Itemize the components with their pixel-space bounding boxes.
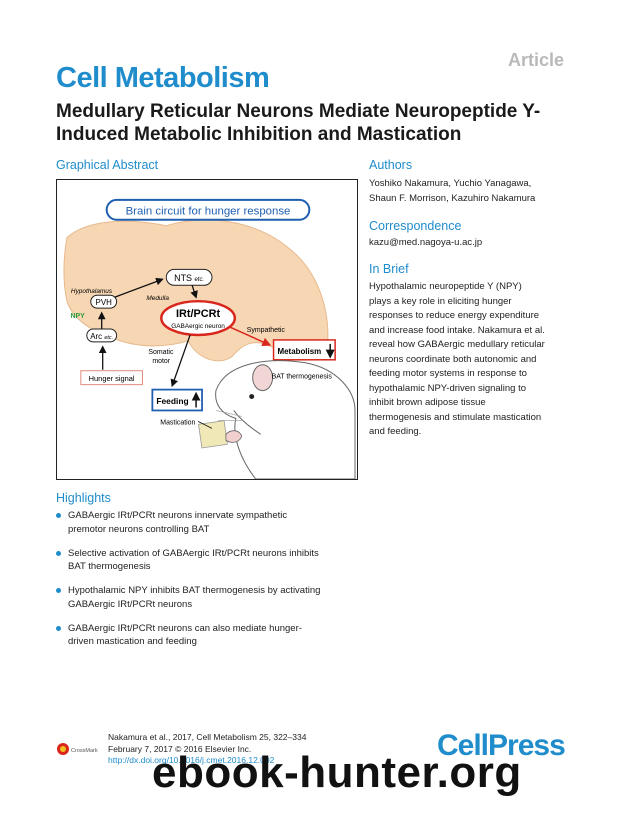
arc-label: Arc [90,332,102,341]
arc-etc-label: etc. [104,335,113,341]
in-brief-line: neurons coordinate both autonomic and [369,353,537,365]
in-brief-line: and increase food intake. Nakamura et al… [369,324,545,336]
svg-text:NTS etc.: NTS etc. [174,273,204,283]
medulla-label: Medulla [146,295,169,302]
highlight-line: GABAergic IRt/PCRt neurons can also medi… [68,622,302,634]
cellpress-logo: CellPress [437,729,566,762]
highlight-item: Hypothalamic NPY inhibits BAT thermogene… [56,584,386,611]
somatic-label: Somatic [148,349,174,356]
bullet-icon [56,550,61,556]
pvh-label: PVH [96,298,113,307]
crossmark-label: CrossMark [71,748,98,754]
metabolism-box [272,339,336,361]
paper-title: Medullary Reticular Neurons Mediate Neur… [56,101,541,145]
in-brief-line: inhibit brown adipose tissue [369,397,486,408]
authors-heading: Authors [369,158,413,172]
crossmark-logo[interactable]: CrossMark [56,741,104,757]
highlight-line: BAT thermogenesis [68,561,151,572]
article-type-tag: Article [508,50,565,70]
irt-ellipse [160,299,237,337]
sympathetic-label: Sympathetic [247,327,286,334]
citation-line-1: Nakamura et al., 2017, Cell Metabolism 2… [108,732,307,742]
highlight-line: driven mastication and feeding [68,636,197,647]
svg-text:Arc etc.: Arc etc. [90,332,113,341]
in-brief-line: reveal how GABAergic medullary reticular [369,339,545,350]
mastication-pointer [197,421,213,429]
highlight-item: GABAergic IRt/PCRt neurons innervate sym… [56,509,386,536]
feeding-label: Feeding [156,396,188,406]
highlight-line: premotor neurons controlling BAT [68,523,210,535]
bat-label: BAT thermogenesis [272,374,333,381]
hypothalamus-label: Hypothalamus [71,288,113,295]
mastication-label: Mastication [160,419,195,426]
irt-label: IRt/PCRt [176,308,221,320]
highlights-list: GABAergic IRt/PCRt neurons innervate sym… [56,509,386,659]
bullet-icon [56,588,61,593]
bullet-icon [56,625,61,631]
authors-list: Yoshiko Nakamura, Yuchio Yanagawa, Shaun… [369,177,535,206]
correspondence-email[interactable]: kazu@med.nagoya-u.ac.jp [369,237,483,248]
arrow-nts-irt [190,285,198,299]
in-brief-line: and feeding. [369,426,422,437]
banner-box [105,198,311,221]
highlight-line: GABAergic IRt/PCRt neurons innervate sym… [68,510,288,521]
banner-text: Brain circuit for hunger response [126,205,291,217]
arrow-sympathetic [229,326,272,347]
in-brief-heading: In Brief [369,262,409,276]
motor-label: motor [152,358,170,365]
in-brief-line: responses to reduce energy expenditure [369,310,540,321]
npy-label: NPY [71,313,86,320]
nts-etc-label: etc. [194,277,204,283]
nts-box [165,268,213,286]
in-brief-line: feeding motor systems in response to [369,368,527,379]
authors-line-2: Shaun F. Morrison, Kazuhiro Nakamura [369,192,536,204]
doi-link[interactable]: http://dx.doi.org/10.1016/j.cmet.2016.12… [108,755,275,765]
journal-name: Cell Metabolism [56,62,270,94]
metabolism-label: Metabolism [278,347,322,356]
mouse-illustration [198,360,356,479]
highlights-heading: Highlights [56,491,111,505]
hunger-label: Hunger signal [89,374,135,383]
highlight-line: Selective activation of GABAergic IRt/PC… [68,547,319,559]
hunger-box [80,370,143,386]
in-brief-line: thermogenesis and stimulate mastication [369,411,542,423]
in-brief-line: Hypothalamic neuropeptide Y (NPY) [369,281,522,292]
watermark-text: ebook-hunter.org [152,748,522,797]
bullet-icon [56,513,61,518]
citation-block: Nakamura et al., 2017, Cell Metabolism 2… [108,732,306,767]
correspondence-heading: Correspondence [369,219,462,233]
authors-line-1: Yoshiko Nakamura, Yuchio Yanagawa, [369,178,532,189]
in-brief-line: hypothalamic NPY-driven signaling to [369,382,527,394]
highlight-line: Hypothalamic NPY inhibits BAT thermogene… [68,585,321,596]
graphical-abstract-figure: Brain circuit for hunger response NTS et… [56,179,358,480]
arrow-somatic [170,334,191,388]
nts-label: NTS [174,273,192,283]
arrow-pvh-nts [114,277,164,298]
highlight-item: GABAergic IRt/PCRt neurons can also medi… [56,622,386,649]
citation-line-2: February 7, 2017 © 2016 Elsevier Inc. [108,743,252,754]
highlight-item: Selective activation of GABAergic IRt/PC… [56,547,386,574]
in-brief-line: plays a key role in eliciting hunger [369,295,512,307]
gaba-label: GABAergic neuron [171,323,225,330]
graphical-abstract-heading: Graphical Abstract [56,158,159,172]
pvh-box [90,294,118,309]
in-brief-text: Hypothalamic neuropeptide Y (NPY) plays … [369,280,609,440]
highlight-line: GABAergic IRt/PCRt neurons [68,598,193,610]
feeding-box [151,388,203,412]
